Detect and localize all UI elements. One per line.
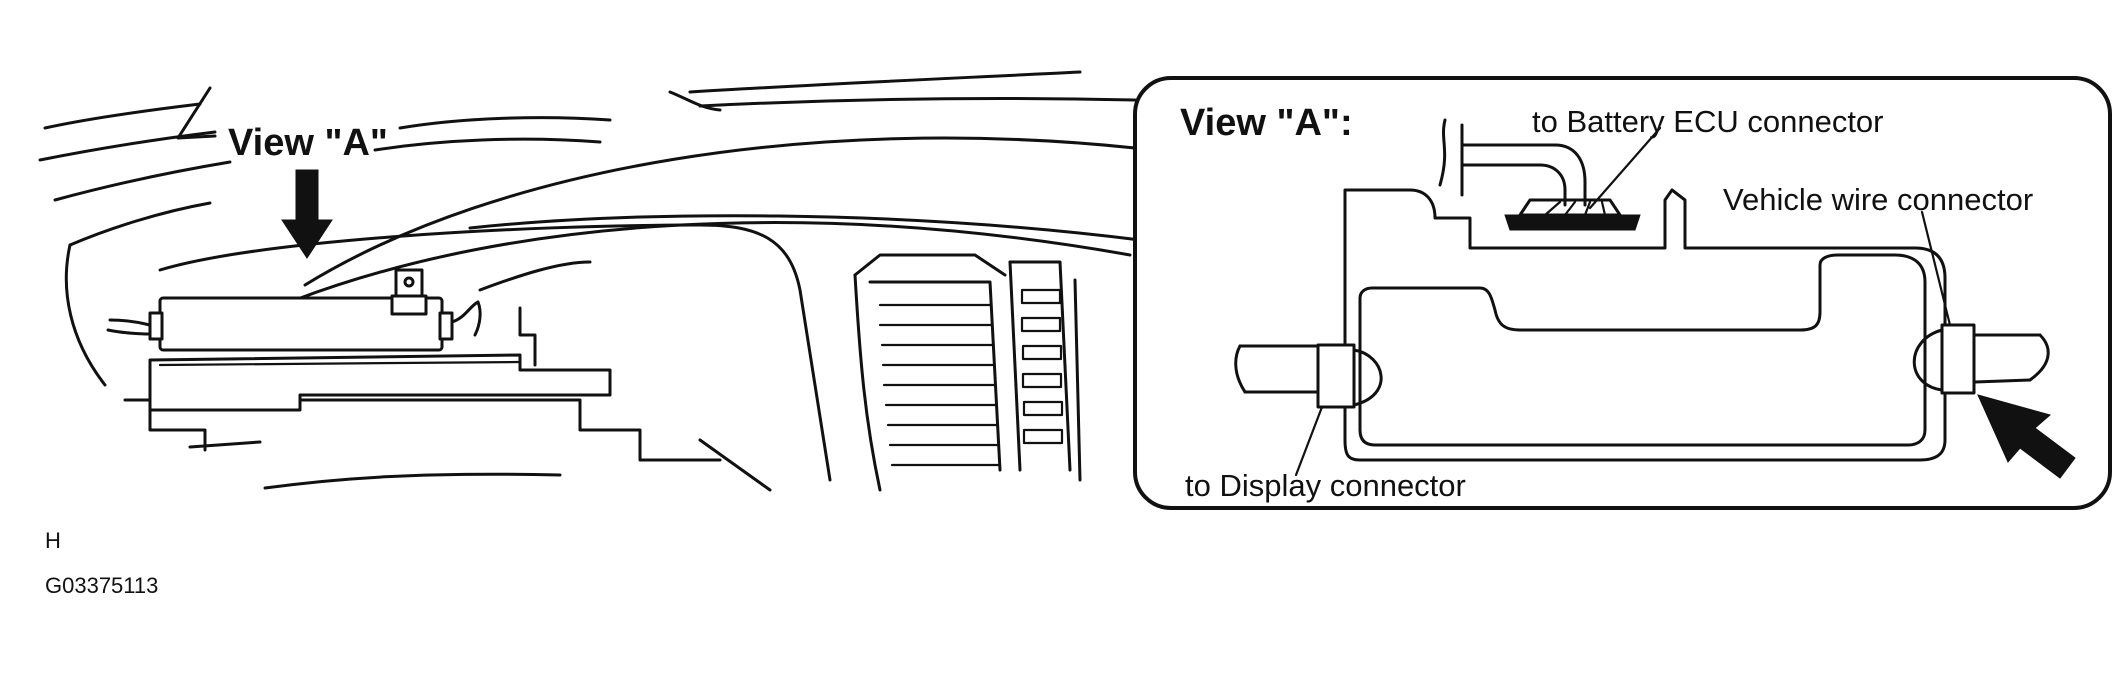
insertion-arrow-icon: [1977, 394, 2076, 479]
view-a-arrow-icon: [281, 169, 333, 259]
footer-mark: H: [45, 528, 61, 553]
view-a-label: View "A": [228, 122, 388, 164]
figure-code: G03375113: [45, 573, 158, 598]
battery-ecu-connector-label: to Battery ECU connector: [1532, 104, 1884, 139]
inset-title: View "A":: [1180, 102, 1353, 144]
dashboard-illustration: [38, 70, 1142, 492]
vehicle-wire-connector-label: Vehicle wire connector: [1723, 182, 2033, 217]
display-connector-label: to Display connector: [1185, 468, 1466, 503]
view-a-inset: [1133, 76, 2112, 510]
